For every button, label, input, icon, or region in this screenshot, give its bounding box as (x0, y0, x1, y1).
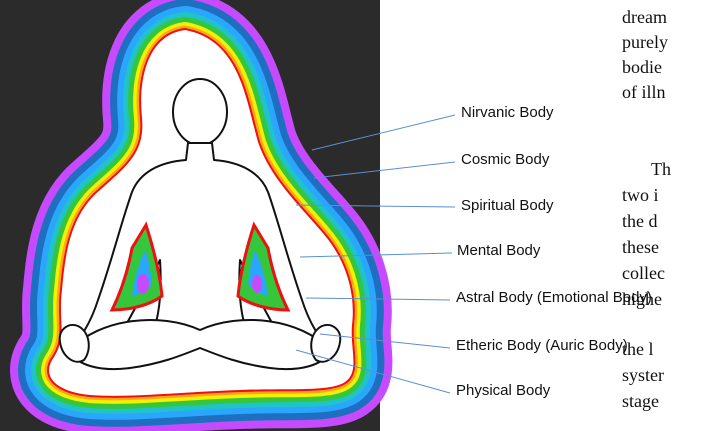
side-text-line: the l (622, 338, 654, 360)
label-nirvanic-body: Nirvanic Body (461, 104, 554, 121)
side-text-line: syster (622, 364, 664, 386)
label-mental-body: Mental Body (457, 242, 540, 259)
side-text-line: of illn (622, 81, 666, 103)
side-text-line: highe (622, 288, 662, 310)
side-text-line: these (622, 236, 659, 258)
figure-head (173, 79, 227, 145)
side-text-line: dream (622, 6, 667, 28)
side-text-line: collec (622, 262, 665, 284)
label-physical-body: Physical Body (456, 382, 550, 399)
label-cosmic-body: Cosmic Body (461, 151, 549, 168)
label-spiritual-body: Spiritual Body (461, 197, 554, 214)
side-text-line: stage (622, 390, 659, 412)
label-etheric-body: Etheric Body (Auric Body) (456, 337, 628, 354)
side-text-line: the d (622, 210, 658, 232)
side-text-line: bodie (622, 56, 662, 78)
side-text-line: two i (622, 184, 659, 206)
side-text-line: purely (622, 31, 668, 53)
side-text-line: Th (651, 158, 671, 180)
